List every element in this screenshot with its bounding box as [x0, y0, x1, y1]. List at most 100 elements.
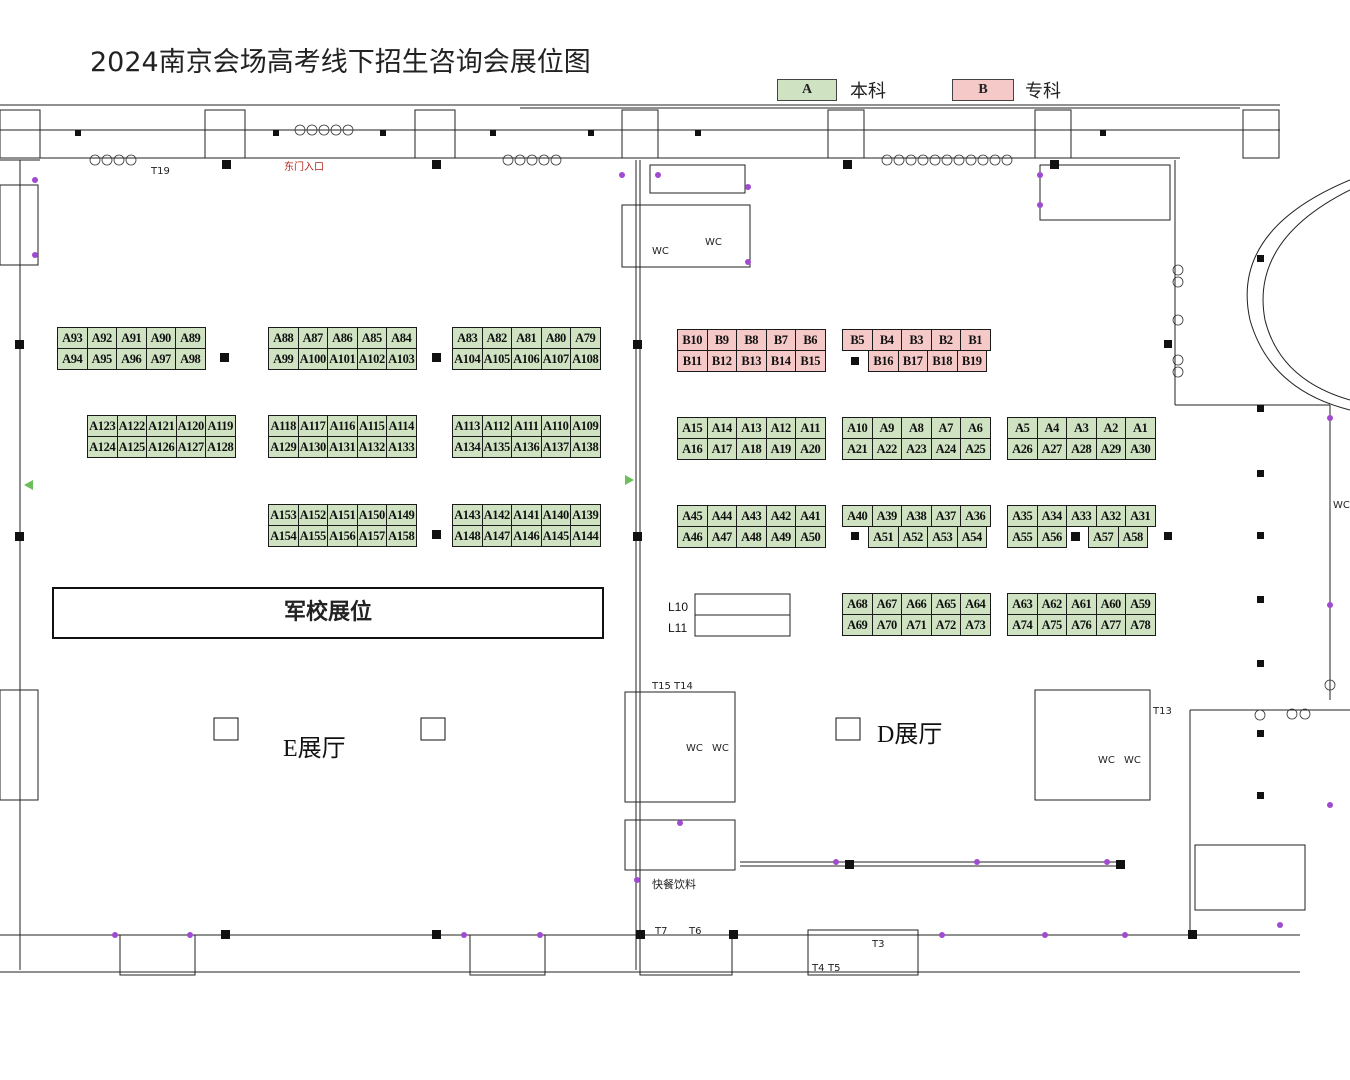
- booth-a114: A114: [386, 415, 417, 437]
- booth-a124: A124: [87, 436, 118, 458]
- booth-a102: A102: [356, 348, 387, 370]
- booth-a141: A141: [511, 504, 542, 526]
- booth-a72: A72: [930, 614, 961, 636]
- east-entrance-label: 东门入口: [284, 162, 324, 173]
- booth-b7: B7: [765, 329, 796, 351]
- booth-a79: A79: [570, 327, 601, 349]
- booth-a121: A121: [146, 415, 177, 437]
- booth-a77: A77: [1095, 614, 1126, 636]
- booth-a16: A16: [677, 438, 708, 460]
- booth-b4: B4: [871, 329, 902, 351]
- booth-a142: A142: [481, 504, 512, 526]
- booth-a45: A45: [677, 505, 708, 527]
- wc-label-4: WC: [712, 743, 729, 754]
- booth-b14: B14: [765, 350, 796, 372]
- booth-a15: A15: [677, 417, 708, 439]
- booth-a111: A111: [511, 415, 542, 437]
- booth-a38: A38: [901, 505, 932, 527]
- booth-a50: A50: [795, 526, 826, 548]
- booth-a58: A58: [1117, 526, 1148, 548]
- wc-label-5: WC: [1098, 755, 1115, 766]
- booth-a6: A6: [960, 417, 991, 439]
- stair-t6-label: T6: [689, 926, 702, 937]
- booth-b12: B12: [706, 350, 737, 372]
- booth-a60: A60: [1095, 593, 1126, 615]
- booth-a39: A39: [871, 505, 902, 527]
- booth-b11: B11: [677, 350, 708, 372]
- booth-a40: A40: [842, 505, 873, 527]
- booth-a117: A117: [297, 415, 328, 437]
- booth-a63: A63: [1007, 593, 1038, 615]
- stair-t13-label: T13: [1153, 706, 1172, 717]
- booth-a25: A25: [960, 438, 991, 460]
- booth-a1: A1: [1125, 417, 1156, 439]
- booth-a29: A29: [1095, 438, 1126, 460]
- booth-a59: A59: [1125, 593, 1156, 615]
- booth-a120: A120: [175, 415, 206, 437]
- booth-a64: A64: [960, 593, 991, 615]
- booth-b10: B10: [677, 329, 708, 351]
- booth-a138: A138: [570, 436, 601, 458]
- booth-a33: A33: [1066, 505, 1097, 527]
- booth-a153: A153: [268, 504, 299, 526]
- booth-a89: A89: [175, 327, 206, 349]
- stair-t7-label: T7: [655, 926, 668, 937]
- booth-a41: A41: [795, 505, 826, 527]
- booth-a145: A145: [540, 525, 571, 547]
- booth-a115: A115: [356, 415, 387, 437]
- booth-a150: A150: [356, 504, 387, 526]
- booth-a52: A52: [897, 526, 928, 548]
- booth-a158: A158: [386, 525, 417, 547]
- booth-a105: A105: [481, 348, 512, 370]
- booth-a96: A96: [116, 348, 147, 370]
- booth-a123: A123: [87, 415, 118, 437]
- hall-e-label: E展厅: [283, 736, 346, 762]
- booth-a148: A148: [452, 525, 483, 547]
- booth-a68: A68: [842, 593, 873, 615]
- booth-a127: A127: [175, 436, 206, 458]
- booth-a109: A109: [570, 415, 601, 437]
- booth-b2: B2: [930, 329, 961, 351]
- wc-label-2: WC: [705, 237, 722, 248]
- booth-a32: A32: [1095, 505, 1126, 527]
- booth-a136: A136: [511, 436, 542, 458]
- booth-a51: A51: [868, 526, 899, 548]
- booth-a19: A19: [765, 438, 796, 460]
- booth-b19: B19: [956, 350, 987, 372]
- booth-a128: A128: [205, 436, 236, 458]
- booth-a20: A20: [795, 438, 826, 460]
- stair-t19-label: T19: [151, 166, 170, 177]
- booth-a44: A44: [706, 505, 737, 527]
- booth-a90: A90: [145, 327, 176, 349]
- booth-a62: A62: [1036, 593, 1067, 615]
- booth-b5: B5: [842, 329, 873, 351]
- booth-a110: A110: [540, 415, 571, 437]
- booth-a34: A34: [1036, 505, 1067, 527]
- legend-vocational-label: 专科: [1025, 81, 1061, 102]
- booth-a87: A87: [297, 327, 328, 349]
- booth-b6: B6: [795, 329, 826, 351]
- booth-a151: A151: [327, 504, 358, 526]
- booth-a69: A69: [842, 614, 873, 636]
- booth-a132: A132: [356, 436, 387, 458]
- booth-a21: A21: [842, 438, 873, 460]
- booth-a122: A122: [116, 415, 147, 437]
- booth-a22: A22: [871, 438, 902, 460]
- booth-a13: A13: [736, 417, 767, 439]
- stair-t3-label: T3: [872, 939, 885, 950]
- booth-a88: A88: [268, 327, 299, 349]
- booth-a23: A23: [901, 438, 932, 460]
- booth-a53: A53: [927, 526, 958, 548]
- booth-a144: A144: [570, 525, 601, 547]
- booth-a11: A11: [795, 417, 826, 439]
- booth-a5: A5: [1007, 417, 1038, 439]
- booth-a74: A74: [1007, 614, 1038, 636]
- wc-label-1: WC: [652, 246, 669, 257]
- stair-t4-label: T4: [812, 963, 825, 974]
- booth-a46: A46: [677, 526, 708, 548]
- booth-a92: A92: [86, 327, 117, 349]
- booth-a81: A81: [511, 327, 542, 349]
- booth-a66: A66: [901, 593, 932, 615]
